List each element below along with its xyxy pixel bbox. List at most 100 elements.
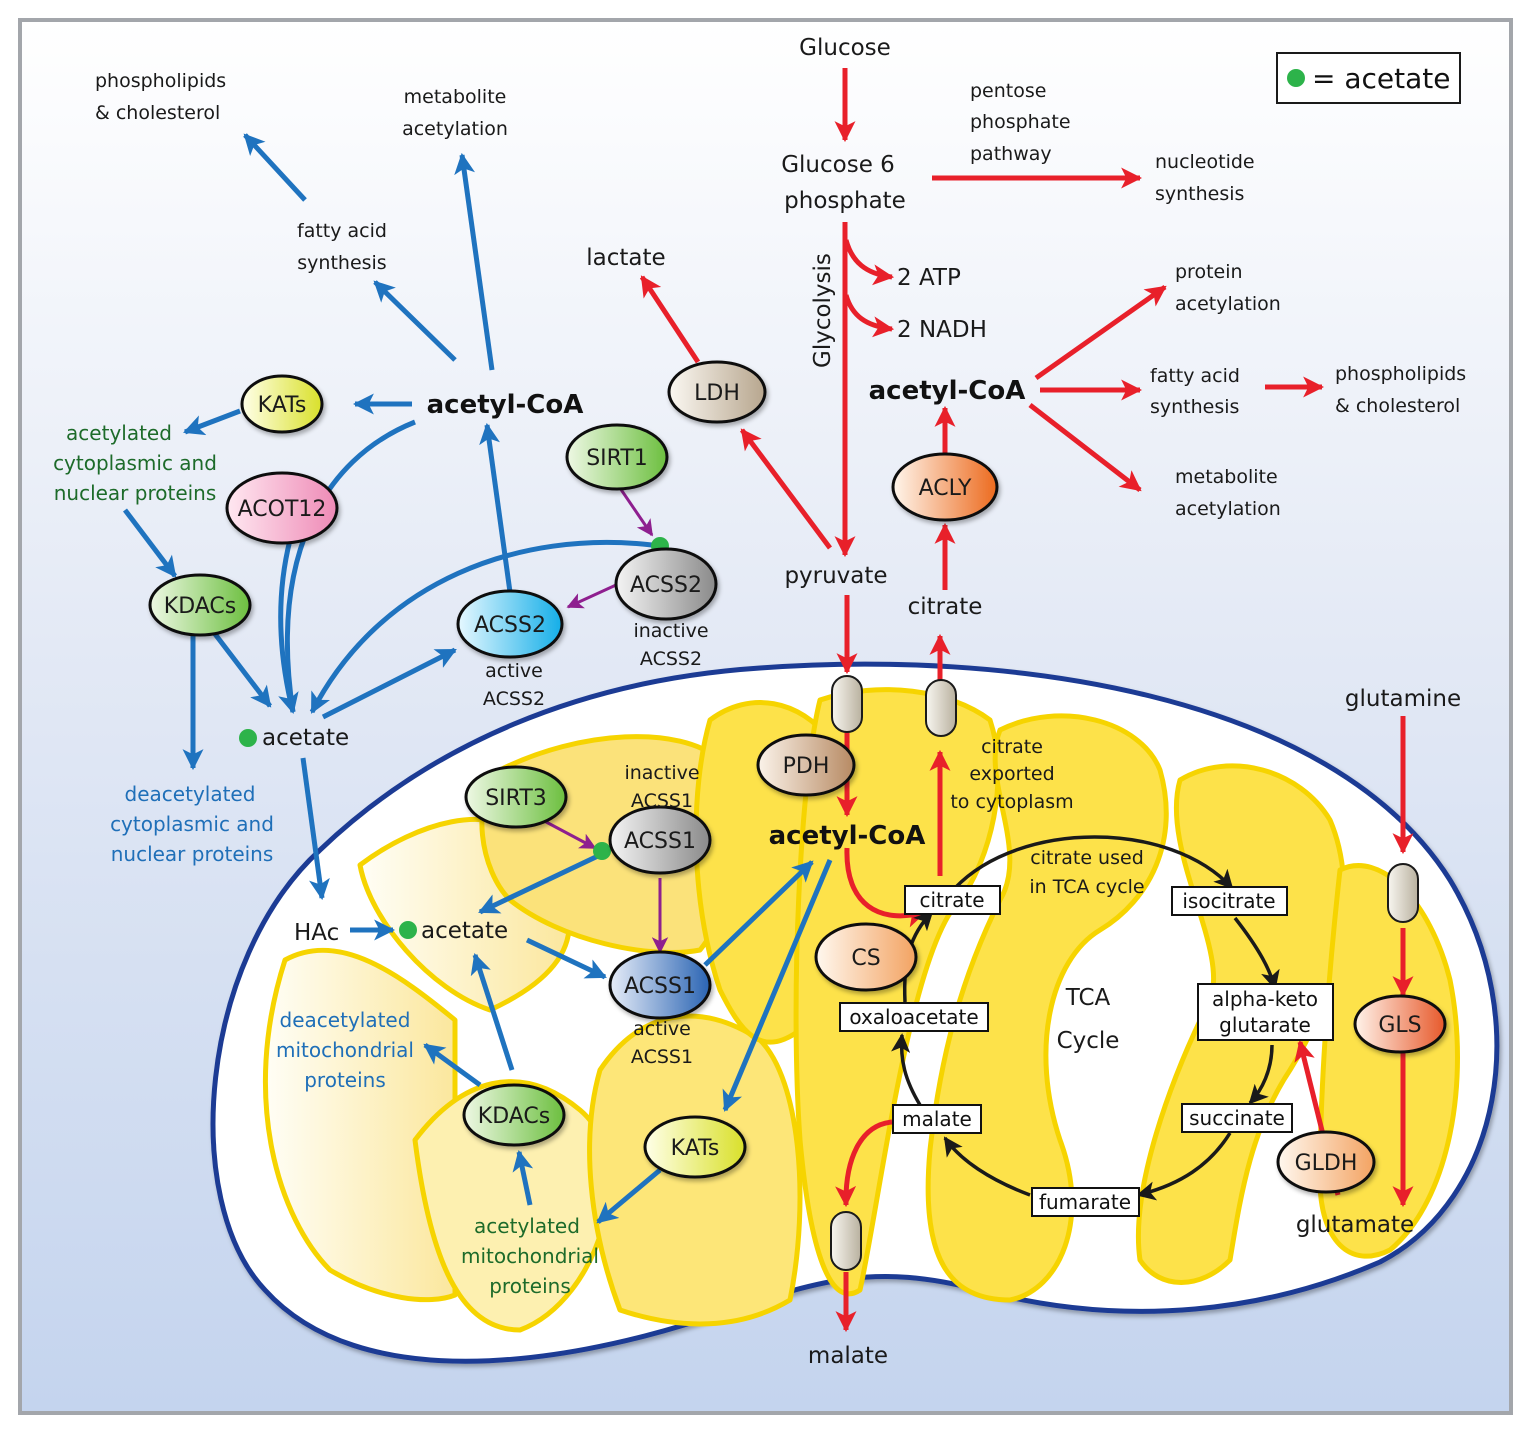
enzyme-kdacs-cytoplasm [148,573,252,637]
arrow-acoa-to-metabolite-acetylation-right [1028,403,1142,492]
arrow-acss2-acetate-release [309,539,653,714]
mitochondrion-labels: HAc acetate inactive ACSS1 active ACSS1 … [276,736,1414,1298]
arrow-acss1-inactive-to-acetate [478,852,602,915]
arrow-kdacs-to-acetate [213,632,272,708]
enzyme-acss2-inactive [614,547,718,621]
label-kats-mito: KATs [671,1136,720,1161]
citrate-transporter [925,679,957,737]
enzyme-acss2-active [456,589,564,659]
label-citrate-exported-line1: citrate [981,736,1043,758]
label-cs: CS [851,946,880,971]
arrow-acss2-inactive-to-active [566,583,617,609]
label-fatty-acid-right-line2: synthesis [1150,396,1239,418]
label-inactive-acss2-line1: inactive [633,620,708,642]
label-acetyl-coa-right: acetyl-CoA [869,376,1026,406]
enzyme-labels: KATs ACOT12 KDACs SIRT1 ACSS2 ACSS2 LDH … [164,381,1422,1176]
acetate-dot-icon [593,842,611,860]
arrow-ldh-to-lactate [639,275,701,364]
arrow-fas-to-phospholipids [243,133,307,202]
tca-succinate: succinate [1189,1106,1285,1130]
tca-box-labels: citrate isocitrate alpha-keto glutarate … [849,888,1318,1214]
label-acetylated-mito-line1: acetylated [474,1214,580,1238]
arrow-nadh [843,294,895,338]
enzymes [148,360,1447,1194]
arrow-sirt1-to-acss2 [618,487,654,537]
label-nucleotide-line2: synthesis [1155,183,1244,205]
arrow-pyruvate-to-ldh [739,428,833,550]
crista-tca-center [925,713,1169,1303]
tca-akg-line1: alpha-keto [1212,987,1318,1011]
arrow-mito-acoa-to-kats [722,859,833,1112]
label-acetate-cyto: acetate [262,725,349,751]
arrow-acetylated-to-kdacs [123,508,177,578]
label-hac: HAc [294,920,339,946]
label-acss2-active: ACSS2 [474,613,546,638]
tca-isocitrate: isocitrate [1182,889,1275,913]
tca-citrate: citrate [919,888,984,912]
label-acetylated-cyto-line3: nuclear proteins [54,481,217,505]
arrow-acoa-to-citrate [844,847,928,928]
label-ldh: LDH [694,381,740,406]
label-atp: 2 ATP [897,265,961,291]
label-deacetylated-mito-line3: proteins [304,1068,386,1092]
box-citrate [904,885,1001,915]
label-gldh: GLDH [1295,1151,1358,1176]
arrow-acoa-to-fatty-acid [373,280,457,362]
label-sirt3: SIRT3 [485,786,547,811]
label-fatty-acid-left-line1: fatty acid [297,220,387,242]
enzyme-kats-mito [643,1115,747,1179]
label-citrate-cyto: citrate [908,594,983,620]
arrow-acoa-to-protein-acetylation [1034,284,1167,381]
blue-arrows [123,133,833,1224]
enzyme-acot12 [225,471,339,545]
tca-akg-line2: glutarate [1219,1013,1311,1037]
label-deacetylated-cyto-line2: cytoplasmic and [110,812,274,836]
label-lactate: lactate [586,245,665,271]
pyruvate-transporter [831,675,863,733]
label-active-acss1-line1: active [633,1018,691,1040]
label-metabolite-right-line1: metabolite [1175,466,1278,488]
arrow-citrate-to-isocitrate [953,835,1234,890]
tca-oxaloacetate: oxaloacetate [849,1005,978,1029]
label-active-acss2-line1: active [485,660,543,682]
label-fatty-acid-left-line2: synthesis [297,252,386,274]
arrow-succinate-to-fumarate [1136,1132,1232,1201]
arrow-kdacs-to-mito-acetate [470,953,515,1071]
label-sirt1: SIRT1 [586,446,648,471]
label-glutamate: glutamate [1296,1212,1414,1238]
arrow-acetate-to-acss1 [525,937,607,980]
label-fatty-acid-right-line1: fatty acid [1150,365,1240,387]
label-glucose: Glucose [799,35,891,61]
glutamine-transporter [1387,863,1419,923]
arrow-acss2-to-acoa [479,422,513,593]
enzyme-gldh [1276,1130,1376,1194]
label-pyruvate: pyruvate [784,563,887,589]
enzyme-acly [891,452,999,522]
box-oxaloacetate [839,1002,989,1032]
label-metabolite-left-line2: acetylation [402,118,508,140]
crista-left-bottom [262,947,458,1303]
arrow-acetate-to-hac [300,757,330,901]
enzyme-cs [814,922,918,992]
enzyme-kdacs-mito [462,1083,566,1147]
label-pentose-line1: pentose [970,80,1046,102]
label-deacetylated-mito-line2: mitochondrial [276,1038,414,1062]
label-citrate-used-line2: in TCA cycle [1029,876,1144,898]
label-phospholipids-right-line2: & cholesterol [1335,395,1460,417]
arrow-acetylated-mito-to-kdacs [512,1149,534,1206]
arrow-acoa-to-metabolite-acetylation [454,152,495,371]
enzyme-acss1-active [608,950,712,1020]
label-nadh: 2 NADH [897,317,987,343]
label-active-acss2-line2: ACSS2 [483,688,545,710]
arrow-isocitrate-to-akg [1233,916,1280,990]
acetate-dot-icon [1287,69,1305,87]
label-malate-out: malate [808,1343,888,1369]
enzyme-sirt1 [565,423,669,491]
arrow-akg-to-succinate [1248,1044,1274,1105]
label-acss1-inactive: ACSS1 [624,829,696,854]
label-acetylated-cyto-line1: acetylated [66,421,172,445]
acetate-dot-icon [399,921,417,939]
tca-fumarate: fumarate [1039,1190,1131,1214]
arrow-acot12-to-acetate [278,539,299,715]
legend: = acetate [1276,52,1461,104]
